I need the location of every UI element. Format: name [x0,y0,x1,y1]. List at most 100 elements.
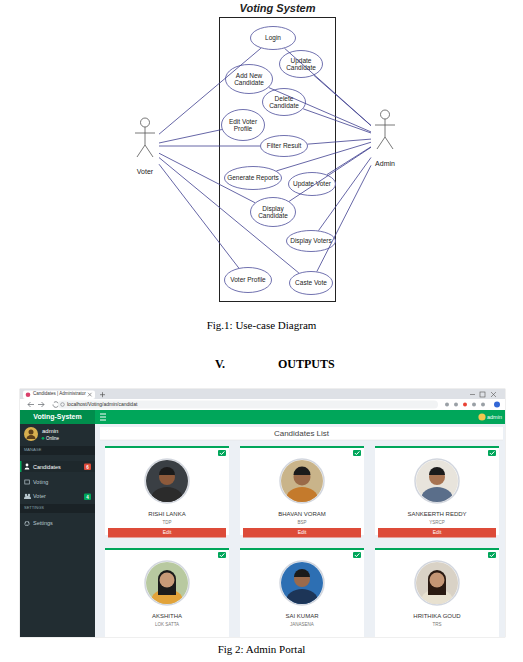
logo-bar [20,410,95,424]
count-badge [84,464,91,471]
user-name: admin [487,414,505,420]
tab-close-icon [88,393,92,397]
active-menu-item [20,461,95,472]
candidate-card [105,548,229,637]
actor-head [381,110,390,119]
use-case-ellipse [287,231,336,252]
online-dot [42,437,45,440]
photo-hair [294,569,310,577]
photo-hair [428,570,446,595]
voting-icon [25,480,30,484]
user-name: admin [42,428,82,435]
photo-face [430,573,445,588]
candidate-photo [145,459,189,511]
actor: Voter [131,117,159,175]
edit-button [243,528,361,538]
use-case-ellipse [289,173,336,196]
menu-icon [100,414,106,420]
association-line [314,75,371,125]
candidates-icon [26,464,29,467]
toolbar-icon [472,403,476,407]
divider [100,440,503,441]
use-case-ellipse [226,65,273,94]
browser-tab [23,391,95,400]
url-text: localhost/Voting/admin/candidat [67,402,267,408]
use-case-label: Edit Voter Profile [223,118,263,133]
photo-shoulders [151,487,183,511]
photo-shoulders [421,487,453,511]
menu-item: Settings [33,520,78,526]
use-case: Display Candidate [250,197,296,227]
button-label: Edit [108,530,226,536]
sidebar [20,410,95,637]
use-case-label: Voter Profile [230,276,265,283]
use-case-ellipse [251,27,296,50]
system-title: Voting System [190,2,365,14]
candidate-name: SANKEERTH REDDY [375,511,499,518]
candidate-name: AKSHITHA [105,613,229,620]
use-case: Update Candidate [279,50,323,78]
list-title: Candidates List [100,429,503,438]
use-case-label: Generate Reports [227,174,279,181]
association-line [289,147,371,201]
candidate-name: BHAVAN VORAM [240,511,364,518]
use-case-label: Filter Result [267,142,302,149]
use-case: Generate Reports [224,166,282,190]
voter-icon [24,496,31,499]
use-case: Caste Vote [289,271,333,295]
candidate-card [375,446,499,535]
party-name: YSRCP [375,520,499,525]
actor-name: Admin [359,160,411,167]
active-marker [20,461,22,472]
toolbar-icon [454,403,458,407]
toolbar-icon [463,403,467,407]
association-line [159,158,299,273]
association-line [319,157,371,230]
toolbar-icon [481,403,485,407]
party-name: BSP [240,520,364,525]
use-case-label: Update Candidate [281,57,321,72]
use-case-label: Add New Candidate [227,72,271,87]
candidate-name: RISHI LANKA [105,511,229,518]
figure-caption: Fig 2: Admin Portal [0,643,523,656]
use-case-ellipse [222,110,265,141]
user-avatar [24,427,38,441]
candidate-photo [415,561,459,613]
candidate-name: SAI KUMAR [240,613,364,620]
section-header: SETTINGS [24,506,84,511]
admin-avatar [478,413,485,420]
menu-item: Voter [33,493,78,499]
maximize-icon [480,392,485,397]
candidate-photo [415,459,459,511]
association-line [308,139,371,144]
figure-caption: Fig.1: Use-case Diagram [0,319,523,332]
use-case: Display Voters [286,230,336,252]
button-label: Edit [378,530,496,536]
count-badge: 4 [84,495,91,500]
photo-shoulders [286,487,318,511]
actor: Admin [371,109,399,167]
actor-head [141,118,150,127]
toolbar-icon [445,403,449,407]
menu-item: Voting [33,479,78,485]
content-area [95,424,505,637]
count-badge [84,494,91,501]
profile-icon [494,402,500,408]
tab-bar [20,389,505,399]
association-line [159,130,222,143]
use-case: Login [250,26,296,50]
top-navbar [95,410,505,424]
use-case-label: Update Voter [293,180,331,187]
use-case-label: Display Candidate [252,205,294,220]
party-name: TDP [105,520,229,525]
avatar-head [29,430,34,435]
photo-hair [429,467,445,475]
address-bar [20,399,505,410]
association-line [303,109,371,133]
party-name: TRS [375,622,499,627]
url-field [58,401,438,409]
count-badge: 6 [84,465,91,470]
candidate-photo [280,561,324,613]
voter-icon [28,494,30,496]
settings-icon [25,522,29,526]
